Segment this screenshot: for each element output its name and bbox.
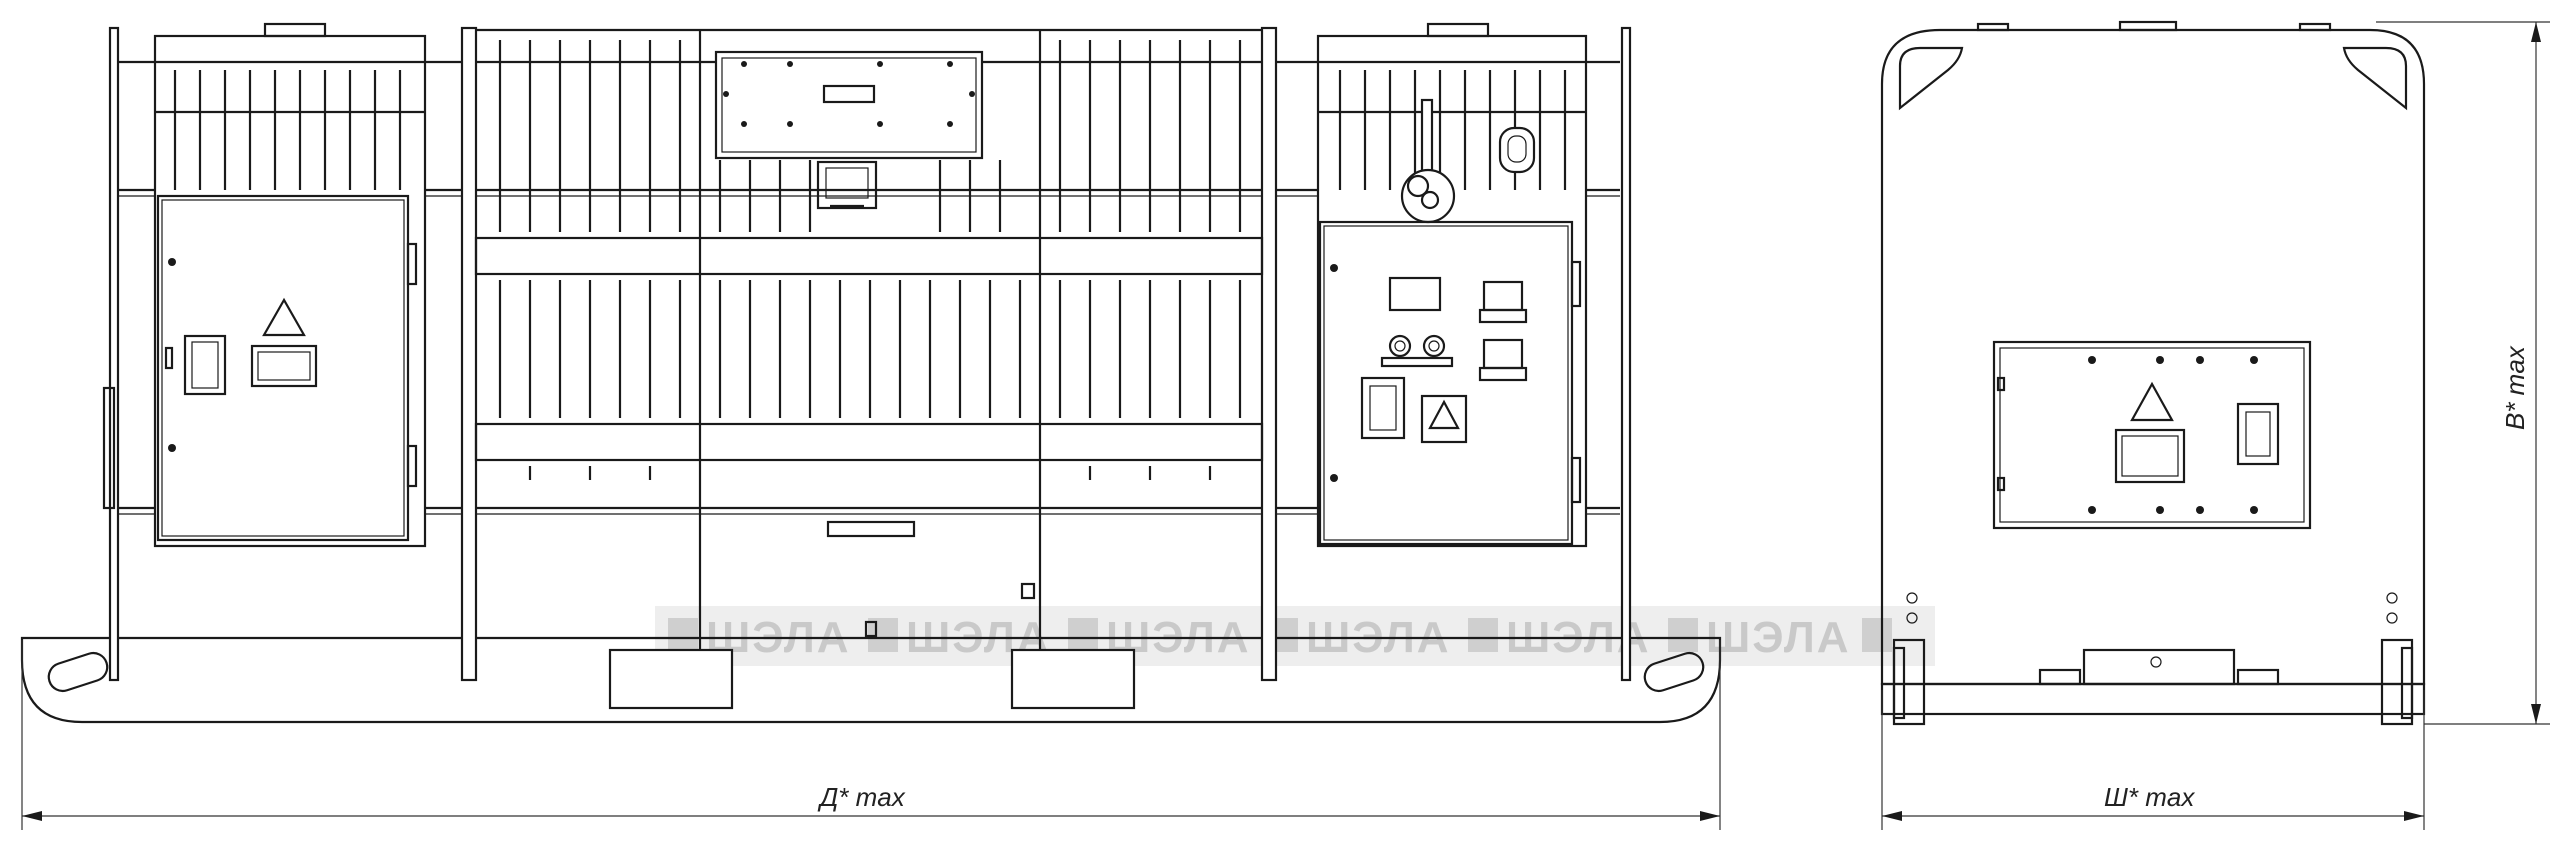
right-cabinet-warning-icon xyxy=(1428,399,1460,430)
width-label: Ш* max xyxy=(2104,782,2195,812)
left-cabinet-door xyxy=(156,194,410,542)
end-view xyxy=(1880,20,2426,726)
lifting-slot-left xyxy=(47,651,109,693)
left-cabinet-warning-icon xyxy=(262,297,306,337)
knob-right-icon xyxy=(1422,334,1446,358)
exhaust-pipe-icon xyxy=(1400,98,1456,224)
end-view-body xyxy=(1880,28,2426,686)
end-view-handle-icon xyxy=(2236,402,2280,466)
left-cabinet xyxy=(153,22,427,548)
foot-right xyxy=(1010,648,1136,710)
right-cabinet xyxy=(1316,22,1588,548)
dimensions: Д* max Ш* max В* max xyxy=(21,21,2550,830)
display-screen xyxy=(1388,276,1442,312)
side-view xyxy=(20,22,1722,724)
watermark-item-7 xyxy=(1862,618,1892,652)
end-view-lift-right xyxy=(2342,46,2408,111)
foot-left xyxy=(608,648,734,710)
radiator-frame xyxy=(460,26,1278,710)
skid-base xyxy=(20,636,1722,724)
right-cabinet-handle-icon xyxy=(1360,376,1406,440)
watermark-text-6: ШЭЛА xyxy=(1706,613,1851,662)
watermark: ШЭЛА ШЭЛА ШЭЛА ШЭЛА ШЭЛА ШЭЛА xyxy=(655,606,1935,666)
length-label: Д* max xyxy=(817,782,906,812)
end-view-warning-icon xyxy=(2130,381,2174,422)
height-label: В* max xyxy=(2500,345,2530,430)
frame-post-right xyxy=(1620,26,1632,682)
end-view-base xyxy=(1880,682,2426,716)
knob-left-icon xyxy=(1388,334,1412,358)
frame-post-left xyxy=(108,26,120,682)
left-cabinet-handle-icon xyxy=(183,334,227,396)
end-view-lift-left xyxy=(1898,46,1964,111)
watermark-item-6: ШЭЛА xyxy=(1668,613,1851,662)
control-panel-door xyxy=(1318,220,1574,546)
lifting-slot-right xyxy=(1643,651,1705,693)
end-view-panel xyxy=(1992,340,2312,530)
top-cover-panel xyxy=(714,50,984,160)
